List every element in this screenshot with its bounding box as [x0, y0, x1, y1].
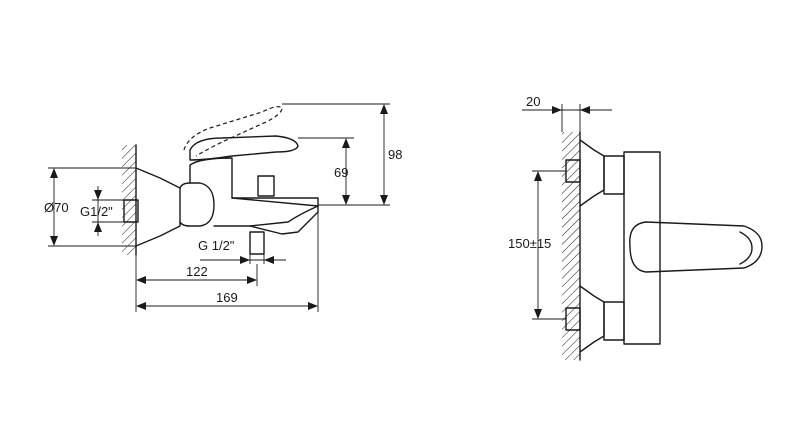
front-bottom-eccentric: [579, 285, 605, 353]
dim-wall-offset: 20: [526, 94, 540, 109]
side-diverter-button: [257, 175, 275, 197]
side-inlet-fitting: [123, 199, 139, 223]
front-handle-inner: [739, 231, 753, 265]
dim-center-distance: 150±15: [508, 236, 551, 251]
dim-height-body: 69: [334, 165, 348, 180]
side-view: 98 69 Ø70 G1/2" G 1/2" 122: [44, 103, 402, 312]
dim-inlet-thread: G1/2": [80, 204, 113, 219]
dim-height-total: 98: [388, 147, 402, 162]
side-handle-raised: [183, 106, 283, 157]
side-mixer-body: [189, 157, 319, 227]
side-connector: [179, 182, 215, 227]
front-top-eccentric: [579, 139, 605, 207]
dim-flange-diameter: Ø70: [44, 200, 69, 215]
front-wall-hatch: [562, 132, 580, 360]
front-mixer-body: [623, 151, 661, 345]
front-view: 20 150±15: [508, 94, 763, 361]
front-handle: [629, 221, 763, 273]
dim-depth-total: 169: [216, 290, 238, 305]
front-bottom-nut: [603, 301, 625, 341]
dim-outlet-thread: G 1/2": [198, 238, 235, 253]
side-handle: [189, 135, 299, 161]
front-top-nut: [603, 155, 625, 195]
side-outlet-pipe: [249, 231, 265, 255]
dim-depth-outlet: 122: [186, 264, 208, 279]
side-flange: [135, 167, 181, 247]
side-spout: [231, 197, 319, 235]
